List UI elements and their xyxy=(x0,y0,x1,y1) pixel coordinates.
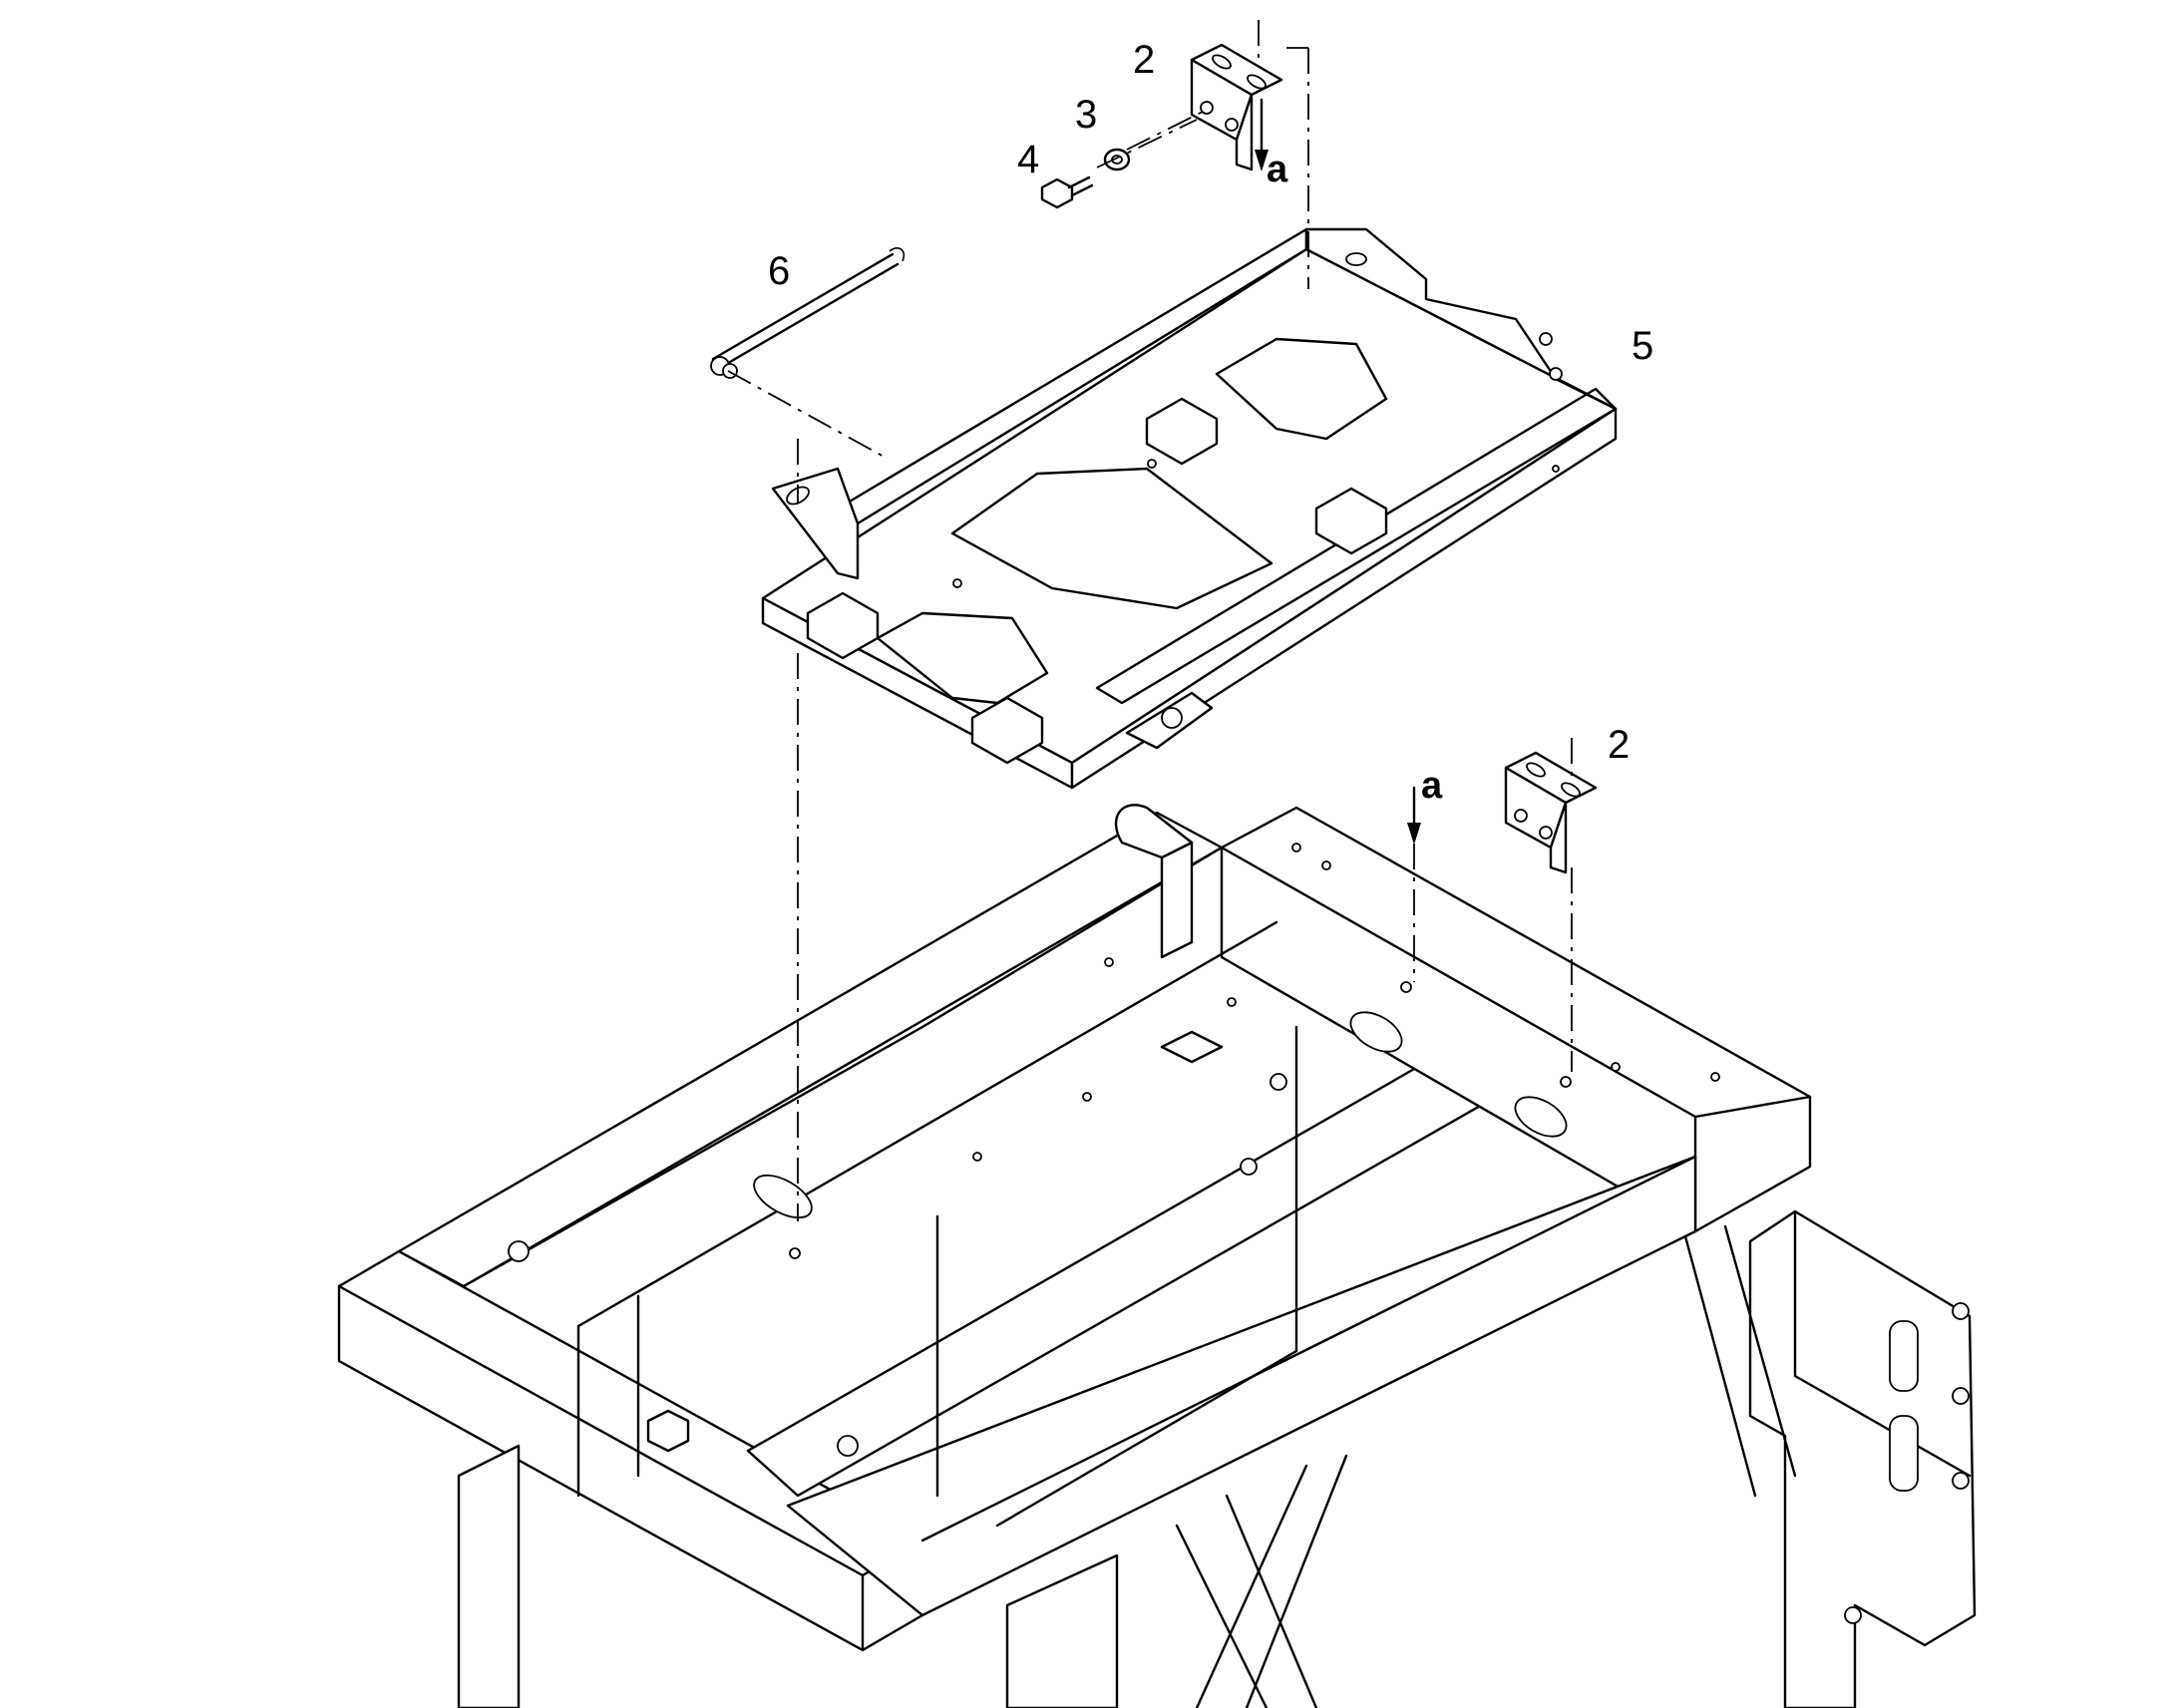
callout-6: 6 xyxy=(768,249,790,293)
frame-mounting-holes xyxy=(789,843,1720,1259)
callout-2-top: 2 xyxy=(1133,38,1155,82)
tray-part-5 xyxy=(761,227,1618,790)
marker-a-mid: a xyxy=(1421,765,1443,807)
bracket-part-2-right xyxy=(1504,751,1598,874)
washer-part-3 xyxy=(1103,148,1131,171)
callout-2-right: 2 xyxy=(1608,723,1630,767)
bolt-part-4 xyxy=(1040,175,1094,209)
frame-bolts xyxy=(508,1073,1970,1624)
callout-4: 4 xyxy=(1017,138,1039,181)
assembly-lines xyxy=(727,20,1573,1221)
bracket-part-2-top xyxy=(1190,43,1283,171)
main-frame xyxy=(337,804,1977,1708)
direction-arrows xyxy=(1255,98,1421,845)
callout-5: 5 xyxy=(1632,324,1653,368)
marker-a-top: a xyxy=(1267,149,1288,190)
rod-part-6 xyxy=(710,247,906,379)
callout-3: 3 xyxy=(1075,93,1097,137)
